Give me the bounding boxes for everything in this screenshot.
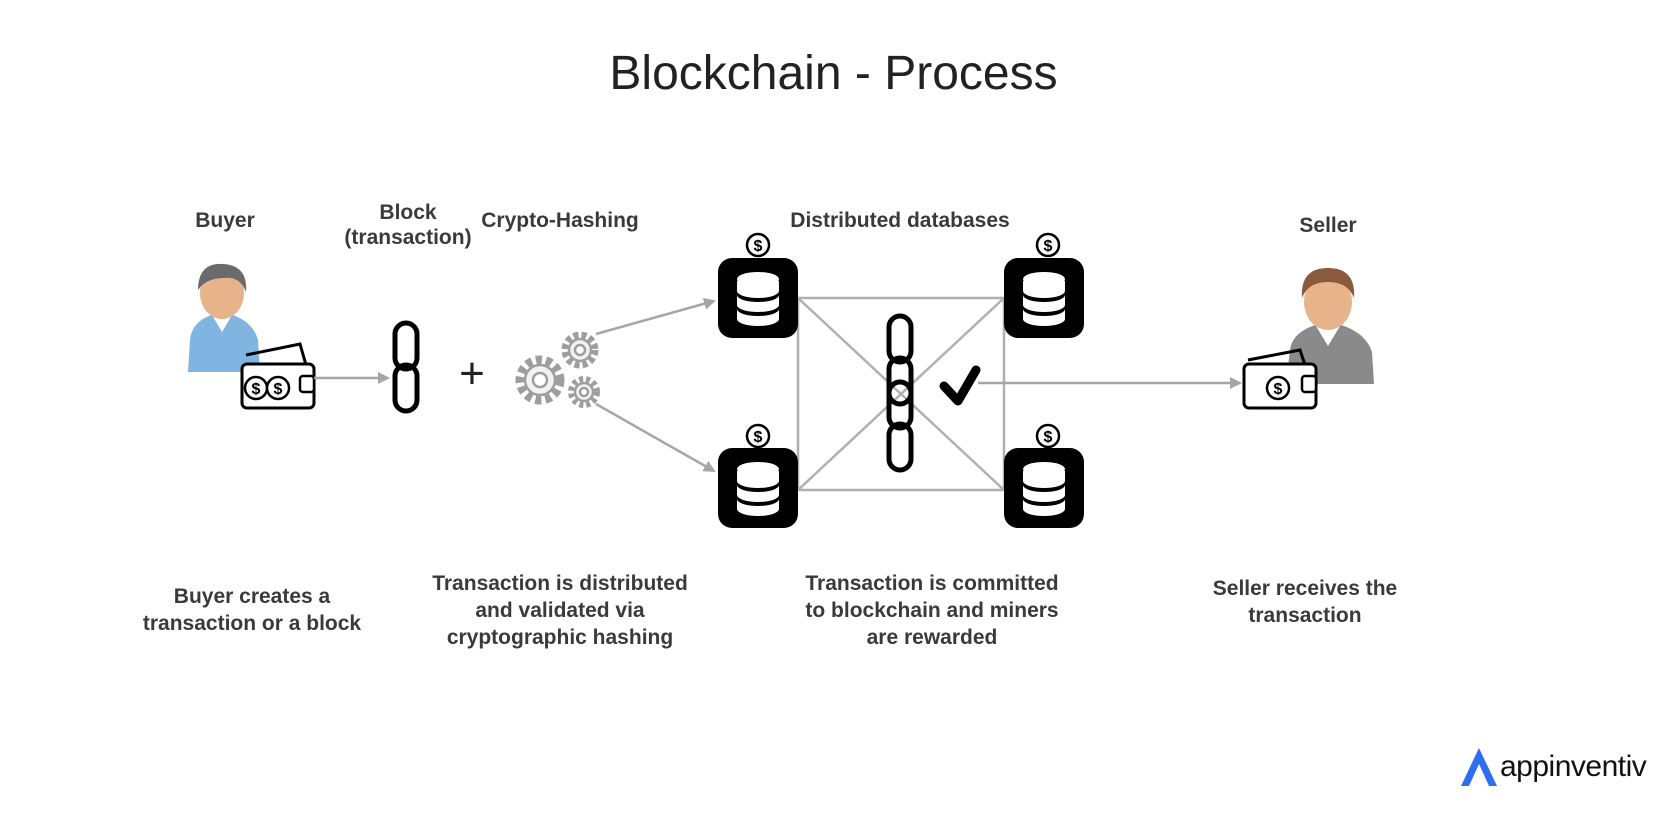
seller-label: Seller	[1299, 214, 1357, 237]
crypto-hashing-label: Crypto-Hashing	[481, 209, 639, 232]
caption-hashing-line: and validated via	[475, 599, 645, 622]
caption-committed: Transaction is committed to blockchain a…	[782, 570, 1082, 651]
logo-text: appinventiv	[1500, 750, 1647, 783]
buyer-avatar-icon	[188, 263, 260, 372]
arrow-hash-to-db-bottom	[595, 402, 716, 473]
block-label-line1: Block	[379, 201, 437, 224]
block-chain-link-icon	[395, 323, 417, 411]
buyer-wallet-icon	[240, 342, 316, 410]
caption-committed-line: Transaction is committed	[805, 572, 1059, 595]
plus-sign: +	[459, 349, 485, 398]
seller-wallet-icon	[1242, 348, 1318, 410]
check-icon	[939, 365, 981, 406]
caption-seller: Seller receives the transaction	[1185, 575, 1425, 629]
caption-hashing: Transaction is distributed and validated…	[410, 570, 710, 651]
seller-avatar-icon	[1286, 268, 1374, 384]
buyer-label: Buyer	[195, 209, 255, 232]
gears-icon	[515, 331, 600, 408]
database-bottom-right-icon	[1004, 423, 1084, 528]
database-top-right-icon	[1004, 232, 1084, 338]
database-top-left-icon	[718, 232, 798, 338]
arrow-hash-to-db-top	[595, 297, 716, 336]
appinventiv-logo-icon	[1461, 748, 1497, 786]
caption-buyer-line: transaction or a block	[142, 612, 362, 635]
caption-committed-line: are rewarded	[866, 626, 998, 649]
caption-seller-line: Seller receives the	[1212, 577, 1398, 600]
caption-committed-line: to blockchain and miners	[805, 599, 1059, 622]
database-bottom-left-icon	[718, 423, 798, 528]
database-network-lines	[796, 296, 1006, 492]
caption-seller-line: transaction	[1248, 604, 1362, 627]
caption-hashing-line: Transaction is distributed	[432, 572, 688, 595]
caption-buyer: Buyer creates a transaction or a block	[122, 583, 382, 637]
distributed-databases-label: Distributed databases	[790, 209, 1010, 232]
block-label: Block (transaction)	[338, 200, 478, 250]
caption-buyer-line: Buyer creates a	[173, 585, 331, 608]
caption-hashing-line: cryptographic hashing	[446, 626, 674, 649]
block-label-line2: (transaction)	[344, 226, 472, 249]
diagram-title: Blockchain - Process	[609, 47, 1058, 100]
